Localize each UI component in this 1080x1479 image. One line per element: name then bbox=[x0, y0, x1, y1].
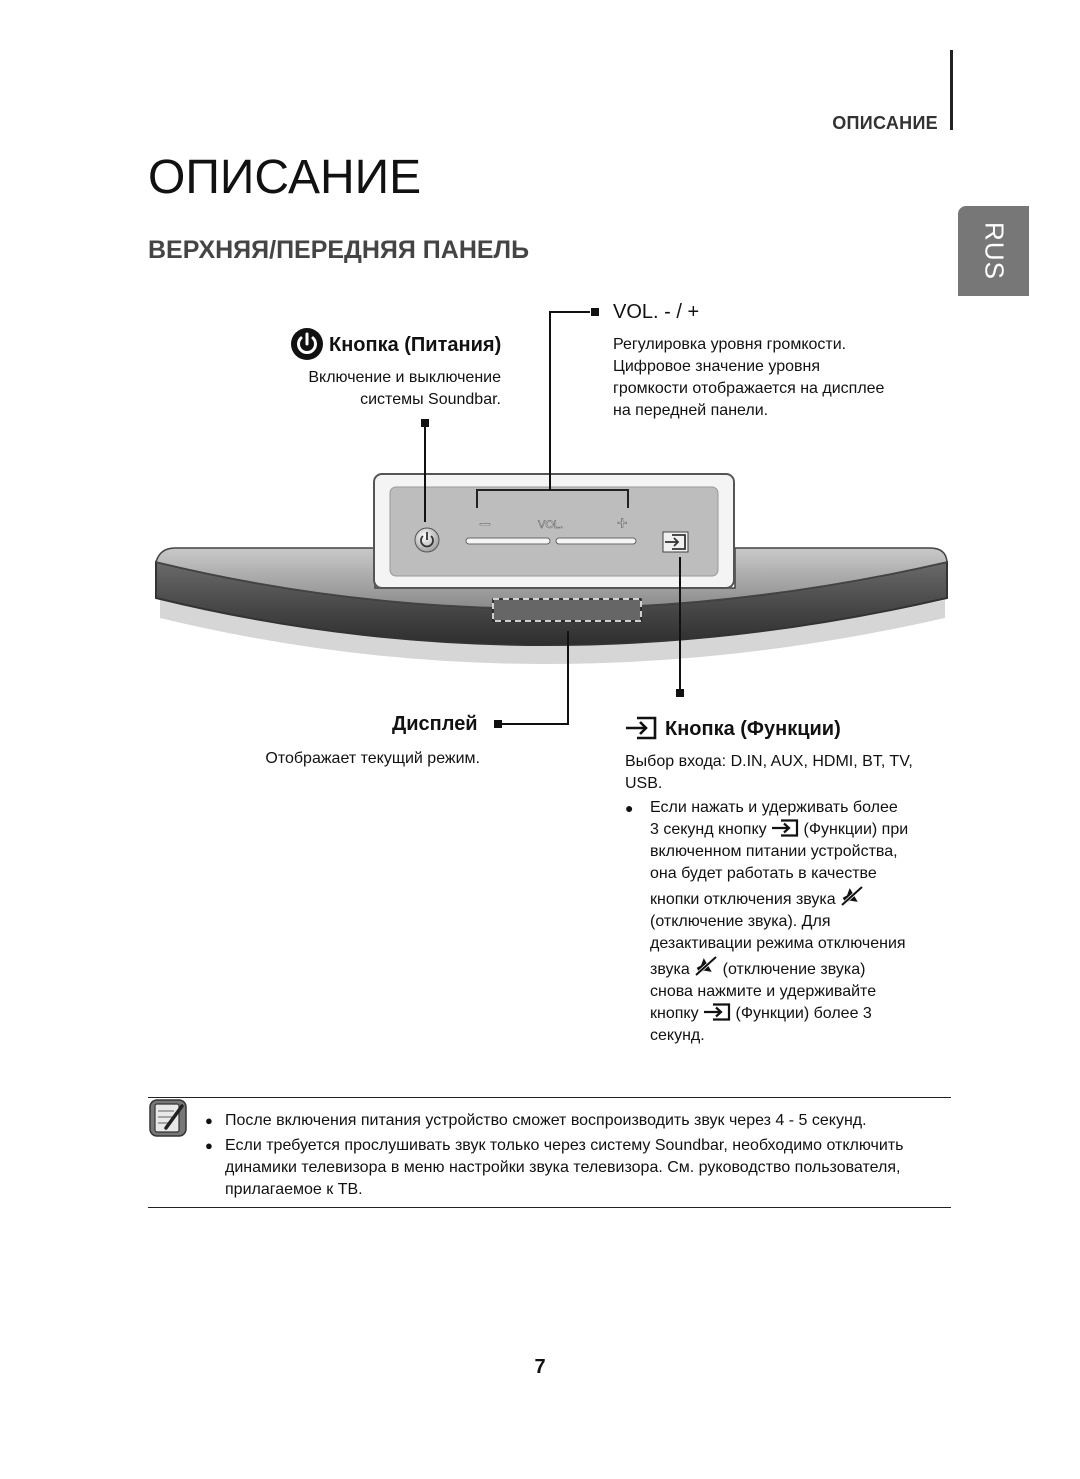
power-description: Включение и выключение системы Soundbar. bbox=[308, 369, 501, 408]
note-item: ●После включения питания устройство смож… bbox=[205, 1112, 867, 1129]
function-description: Выбор входа: D.IN, AUX, HDMI, BT, TV, US… bbox=[625, 753, 913, 792]
power-icon bbox=[291, 328, 323, 360]
panel-plus: + bbox=[617, 513, 628, 533]
header-divider bbox=[950, 50, 953, 130]
control-panel bbox=[389, 486, 719, 577]
language-tab: RUS bbox=[958, 206, 1029, 296]
display-label: Дисплей bbox=[392, 713, 478, 735]
display-description: Отображает текущий режим. bbox=[265, 750, 480, 767]
page-number: 7 bbox=[534, 1356, 546, 1378]
input-source-icon bbox=[772, 819, 799, 837]
section-title: ВЕРХНЯЯ/ПЕРЕДНЯЯ ПАНЕЛЬ bbox=[148, 236, 530, 264]
vol-up-button bbox=[555, 537, 637, 545]
notes-top-rule bbox=[148, 1097, 951, 1098]
front-display bbox=[492, 598, 642, 622]
function-label: Кнопка (Функции) bbox=[665, 718, 841, 740]
page-title: ОПИСАНИЕ bbox=[148, 151, 422, 204]
soundbar-top bbox=[155, 547, 948, 610]
note-item: ●Если требуется прослушивать звук только… bbox=[205, 1137, 904, 1198]
header-section-label: ОПИСАНИЕ bbox=[832, 113, 938, 133]
input-source-icon bbox=[704, 1003, 731, 1021]
vol-down-button bbox=[465, 537, 551, 545]
panel-vol: VOL. bbox=[538, 519, 563, 531]
mute-icon bbox=[695, 955, 718, 977]
note-icon bbox=[149, 1099, 187, 1137]
bullet-dot: ● bbox=[625, 800, 634, 816]
soundbar-illustration: – VOL. + bbox=[155, 308, 948, 728]
vol-label: VOL. - / + bbox=[613, 301, 700, 323]
notes-list: ●После включения питания устройство смож… bbox=[205, 1110, 905, 1204]
leader-lines bbox=[424, 311, 681, 725]
mute-icon bbox=[840, 885, 864, 907]
power-label: Кнопка (Питания) bbox=[329, 334, 502, 356]
function-button bbox=[662, 531, 689, 553]
notes-bottom-rule bbox=[148, 1207, 951, 1208]
input-source-icon bbox=[626, 716, 657, 740]
panel-minus: – bbox=[480, 513, 490, 533]
language-tab-label: RUS bbox=[979, 222, 1009, 280]
vol-description: Регулировка уровня громкости. Цифровое з… bbox=[613, 336, 885, 419]
